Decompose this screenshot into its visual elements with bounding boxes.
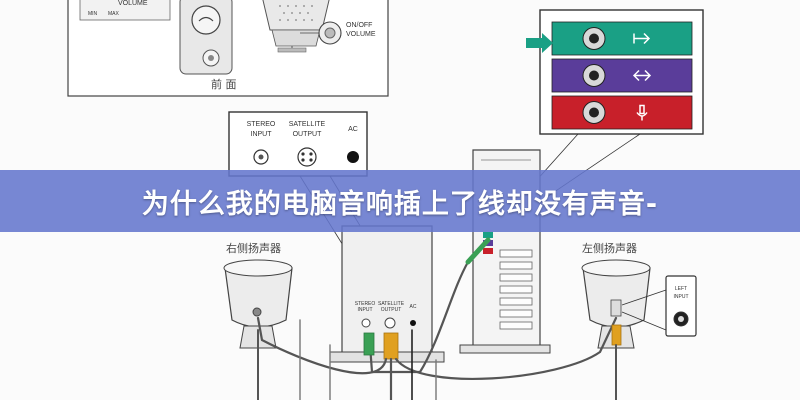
- jack-hole-icon: [589, 107, 599, 118]
- mic-icon: [636, 104, 648, 121]
- satellite-label-1: SATELLITE: [288, 121, 326, 128]
- jack-hole-icon: [589, 70, 599, 81]
- rear-stereo-1: STEREO: [354, 301, 376, 307]
- onoff-volume-label: VOLUME: [346, 31, 376, 38]
- power-knob-icon: [191, 5, 221, 35]
- pointer-arrow-icon: [526, 33, 553, 53]
- speaker-grill: [262, 0, 330, 31]
- onoff-label: ON/OFF: [346, 22, 373, 29]
- left-input-label-1: LEFT: [674, 286, 688, 292]
- cables: [256, 237, 622, 400]
- left-input-callout: [665, 275, 697, 337]
- satellite-output-jack-icon: [297, 147, 317, 167]
- jack-row-line-in: [551, 58, 693, 93]
- right-speaker-label: 右侧扬声器: [226, 242, 281, 255]
- pc-jack-rows: [551, 21, 693, 130]
- rear-ac: AC: [409, 304, 417, 310]
- stereo-label-1: STEREO: [246, 121, 276, 128]
- stereo-label-2: INPUT: [250, 131, 272, 138]
- rear-stereo-2: INPUT: [357, 307, 373, 313]
- ac-jack-icon: [347, 151, 359, 163]
- tower-slots: [499, 249, 533, 330]
- front-caption: 前 面: [211, 78, 237, 91]
- rear-sat-2: OUTPUT: [380, 307, 402, 313]
- jack-row-mic: [551, 95, 693, 130]
- volume-knob-panel: [79, 0, 171, 21]
- jack-hole-icon: [589, 33, 599, 44]
- satellite-label-2: OUTPUT: [292, 131, 322, 138]
- rear-sat-1: SATELLITE: [378, 301, 405, 307]
- max-label: MAX: [108, 11, 119, 17]
- jack-row-line-out: [551, 21, 693, 56]
- line-in-icon: [632, 69, 652, 82]
- banner-title: 为什么我的电脑音响插上了线却没有声音-: [141, 188, 659, 220]
- title-banner: 为什么我的电脑音响插上了线却没有声音-: [0, 170, 800, 232]
- grill-dots: [279, 5, 313, 21]
- min-label: MIN: [88, 11, 98, 17]
- left-input-label-2: INPUT: [673, 294, 689, 300]
- line-out-icon: [633, 32, 651, 45]
- ac-label: AC: [348, 126, 358, 133]
- volume-label: VOLUME: [118, 0, 148, 7]
- left-speaker-label: 左侧扬声器: [582, 242, 637, 255]
